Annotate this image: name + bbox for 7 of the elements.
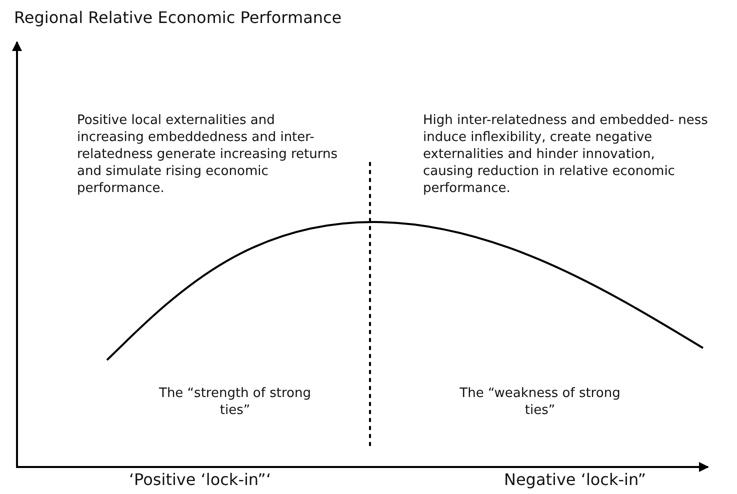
axis-title: Regional Relative Economic Performance [14, 8, 342, 29]
axis-label: ‘Positive ‘lock-in”‘ [128, 470, 272, 491]
phase-label: The “weakness of strong ties” [458, 386, 622, 420]
annotation-text: Positive local externalities and increasing embeddedness and inter-relatedness generate increasing returns and simulate rising economic performance. [77, 113, 338, 198]
phase-label: The “strength of strong ties” [158, 386, 312, 420]
axis-label: Negative ‘lock-in” [502, 470, 648, 491]
annotation-text: High inter-relatedness and embedded- ness induce inflexibility, create negative externalities and hinder innovation, causing reduction in relative economic performance. [423, 113, 708, 198]
